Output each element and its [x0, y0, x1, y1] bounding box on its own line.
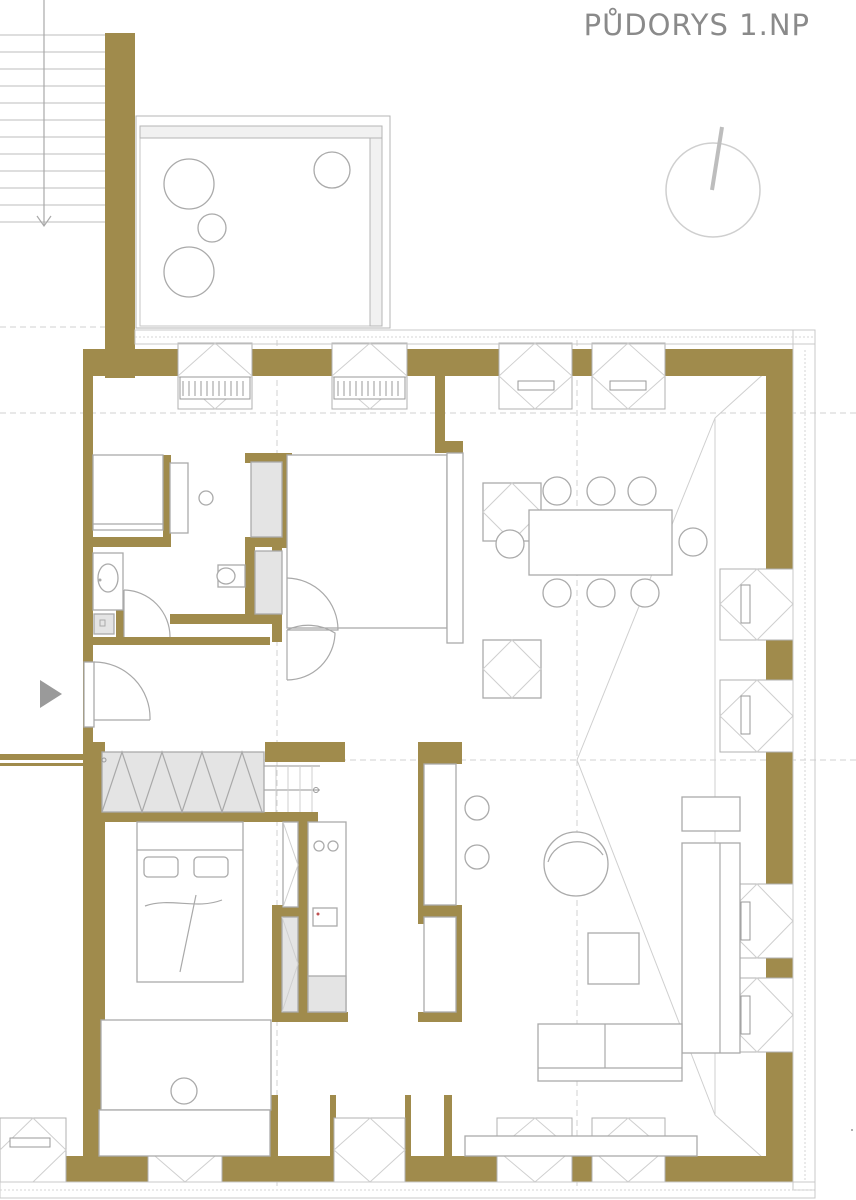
- kitchen: [307, 763, 457, 1013]
- walls: [66, 33, 793, 1182]
- dining: [482, 476, 708, 699]
- exterior-staircase: [0, 0, 105, 228]
- bedroom: [98, 821, 299, 1157]
- windows-right: [719, 568, 794, 1053]
- plan-title: PŮDORYS 1.NP: [583, 8, 810, 42]
- windows-top: [177, 342, 666, 410]
- terrace: [135, 115, 391, 329]
- play-triangle-icon: [40, 680, 62, 708]
- north-arrow-icon: [665, 126, 761, 238]
- bathroom: [92, 452, 464, 681]
- interior-staircase: [101, 750, 320, 814]
- eaves: [0, 329, 816, 1199]
- entry-door: [83, 661, 151, 728]
- living: [464, 795, 741, 1157]
